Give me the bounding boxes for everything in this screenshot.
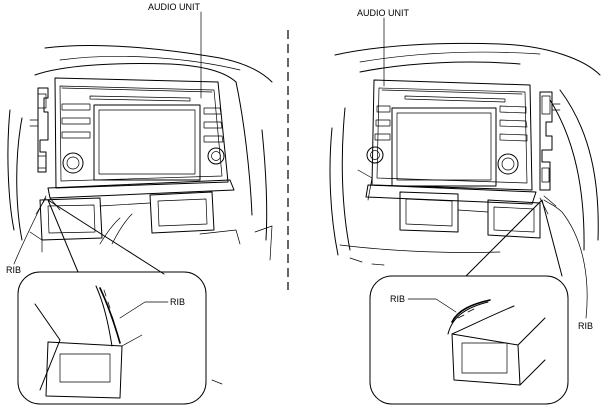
left-zoom-callout: [17, 197, 223, 405]
left-view: AUDIO UNIT RIB RIB: [6, 2, 273, 405]
right-audio-unit-label: AUDIO UNIT: [357, 8, 410, 18]
left-lower-console: [29, 191, 241, 253]
right-screen: [391, 107, 497, 187]
right-view: AUDIO UNIT RIB RIB: [329, 8, 601, 405]
left-volume-knob: [62, 152, 84, 174]
left-screen: [93, 104, 201, 181]
right-zoom-callout: [369, 195, 569, 405]
left-rib-label: RIB: [6, 265, 21, 275]
right-tune-knob: [497, 153, 519, 175]
left-mounting-bracket: [29, 87, 49, 173]
left-detail-rib-leader: [119, 301, 169, 319]
left-tune-knob: [207, 147, 225, 165]
right-rib-leader: [543, 199, 588, 319]
left-audio-unit: [47, 77, 235, 199]
right-mounting-bracket: [539, 91, 561, 191]
right-audio-unit: [365, 79, 537, 205]
right-volume-knob: [366, 146, 384, 164]
right-dashboard-outline: [329, 42, 601, 266]
left-detail-rib-label: RIB: [170, 297, 185, 307]
right-lower-console: [357, 169, 541, 239]
left-detail-frame: [17, 271, 207, 405]
left-dashboard-outline: [7, 45, 273, 261]
right-detail-frame: [369, 275, 569, 405]
right-detail-rib-leader: [407, 298, 457, 313]
left-rib-leader: [13, 195, 47, 265]
right-detail-rib-label: RIB: [390, 294, 405, 304]
left-audio-unit-label: AUDIO UNIT: [148, 2, 201, 12]
right-rib-label: RIB: [578, 321, 593, 331]
